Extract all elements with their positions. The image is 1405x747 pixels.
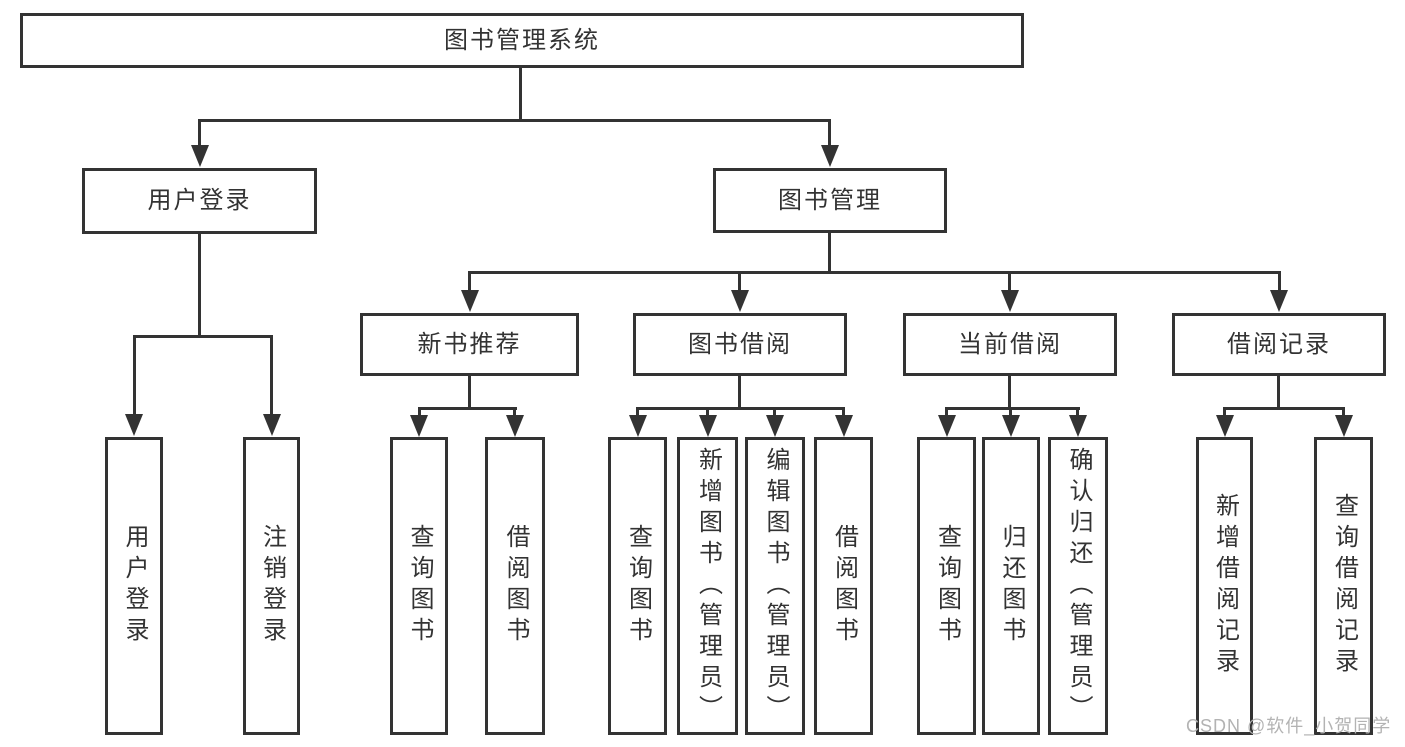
node-label: 查询图书 (933, 524, 961, 648)
arrowhead-icon (461, 290, 479, 312)
leaf-node-logout: 注销登录 (243, 437, 300, 735)
leaf-node-add-book-admin: 新增图书（管理员） (677, 437, 738, 735)
node-label: 借阅图书 (830, 524, 858, 648)
arrowhead-icon (699, 415, 717, 437)
arrowhead-icon (821, 145, 839, 167)
connector-line (519, 66, 522, 122)
connector-line (198, 119, 831, 122)
connector-line (945, 407, 1080, 410)
node-new-book-recommend: 新书推荐 (360, 313, 579, 376)
connector-line (418, 407, 517, 410)
connector-line (738, 271, 741, 291)
leaf-node-confirm-return-admin: 确认归还（管理员） (1048, 437, 1108, 735)
leaf-node-edit-book-admin: 编辑图书（管理员） (745, 437, 805, 735)
node-label: 当前借阅 (958, 330, 1062, 358)
arrowhead-icon (1002, 415, 1020, 437)
connector-line (468, 376, 471, 409)
connector-line (198, 234, 201, 338)
connector-line (418, 407, 421, 417)
node-current-borrowing: 当前借阅 (903, 313, 1117, 376)
node-label: 编辑图书（管理员） (762, 446, 789, 726)
connector-line (270, 335, 273, 415)
leaf-node-borrow-books-recommend: 借阅图书 (485, 437, 545, 735)
connector-line (1009, 407, 1012, 417)
connector-line (706, 407, 709, 417)
arrowhead-icon (629, 415, 647, 437)
leaf-node-query-books-current: 查询图书 (917, 437, 976, 735)
node-user-login: 用户登录 (82, 168, 317, 234)
leaf-node-user-login: 用户登录 (105, 437, 163, 735)
node-label: 归还图书 (998, 524, 1025, 648)
connector-line (636, 407, 639, 417)
node-label: 借阅记录 (1227, 330, 1331, 358)
leaf-node-query-books-recommend: 查询图书 (390, 437, 448, 735)
node-label: 图书管理 (778, 186, 882, 214)
connector-line (133, 335, 273, 338)
connector-line (1278, 271, 1281, 291)
leaf-node-return-book: 归还图书 (982, 437, 1040, 735)
leaf-node-query-books-borrow: 查询图书 (608, 437, 667, 735)
arrowhead-icon (1216, 415, 1234, 437)
connector-line (1223, 407, 1345, 410)
connector-line (842, 407, 845, 417)
arrowhead-icon (263, 414, 281, 436)
connector-line (133, 335, 136, 415)
leaf-node-borrow-books: 借阅图书 (814, 437, 873, 735)
connector-line (1277, 376, 1280, 409)
connector-line (1342, 407, 1345, 417)
arrowhead-icon (191, 145, 209, 167)
connector-line (513, 407, 516, 417)
node-label: 新增借阅记录 (1211, 493, 1239, 679)
node-label: 图书借阅 (688, 330, 792, 358)
node-root-library-system: 图书管理系统 (20, 13, 1024, 68)
node-borrowing-records: 借阅记录 (1172, 313, 1386, 376)
arrowhead-icon (125, 414, 143, 436)
arrowhead-icon (1335, 415, 1353, 437)
connector-line (1076, 407, 1079, 417)
connector-line (1008, 271, 1011, 291)
node-label: 图书管理系统 (444, 26, 600, 54)
arrowhead-icon (938, 415, 956, 437)
connector-line (738, 376, 741, 409)
connector-line (1008, 376, 1011, 409)
arrowhead-icon (1069, 415, 1087, 437)
csdn-watermark: CSDN @软件_小贺同学 (1186, 716, 1392, 736)
node-label: 注销登录 (258, 524, 286, 648)
connector-line (828, 233, 831, 273)
connector-line (468, 271, 1281, 274)
node-label: 用户登录 (147, 187, 252, 214)
arrowhead-icon (1270, 290, 1288, 312)
connector-line (636, 407, 845, 410)
node-label: 查询借阅记录 (1330, 493, 1358, 679)
node-label: 用户登录 (121, 524, 148, 648)
connector-line (773, 407, 776, 417)
node-label: 确认归还（管理员） (1065, 446, 1092, 726)
arrowhead-icon (835, 415, 853, 437)
node-book-borrowing: 图书借阅 (633, 313, 847, 376)
connector-line (945, 407, 948, 417)
connector-line (1223, 407, 1226, 417)
node-label: 新书推荐 (417, 330, 522, 358)
node-book-management: 图书管理 (713, 168, 947, 233)
arrowhead-icon (1001, 290, 1019, 312)
arrowhead-icon (410, 415, 428, 437)
arrowhead-icon (766, 415, 784, 437)
leaf-node-query-borrow-record: 查询借阅记录 (1314, 437, 1373, 735)
node-label: 借阅图书 (502, 524, 529, 648)
node-label: 查询图书 (624, 524, 652, 648)
connector-line (468, 271, 471, 291)
node-label: 新增图书（管理员） (694, 446, 722, 726)
leaf-node-add-borrow-record: 新增借阅记录 (1196, 437, 1253, 735)
connector-line (198, 119, 201, 147)
connector-line (828, 119, 831, 147)
arrowhead-icon (731, 290, 749, 312)
arrowhead-icon (506, 415, 524, 437)
node-label: 查询图书 (406, 524, 433, 648)
